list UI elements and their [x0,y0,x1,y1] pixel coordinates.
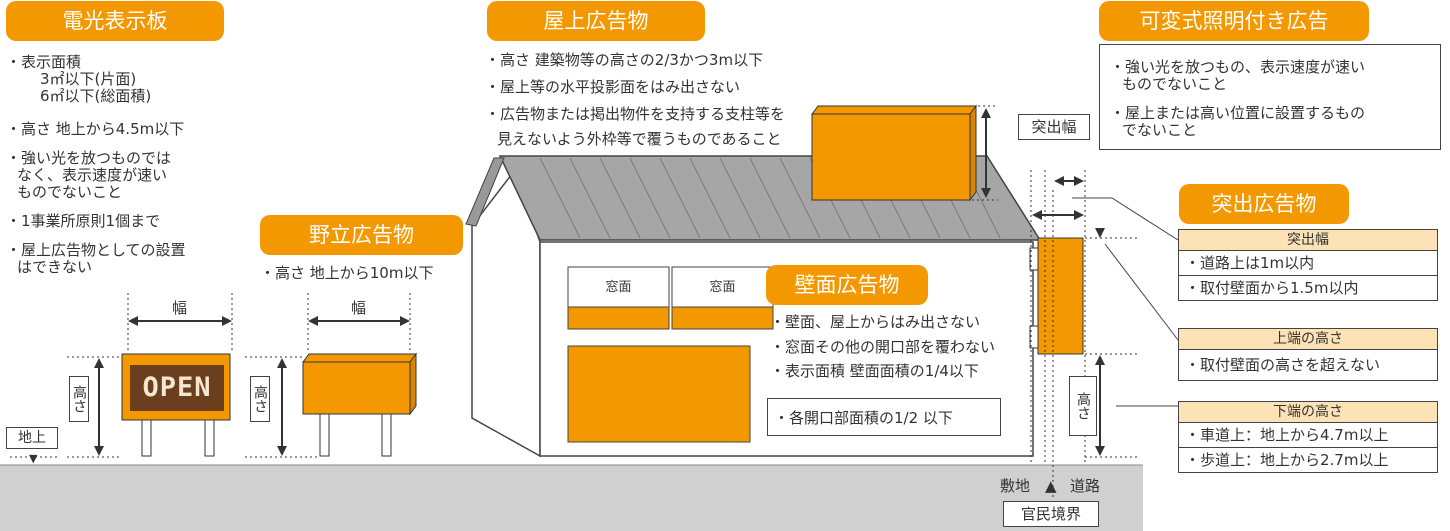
open-sign-text: OPEN [142,372,212,403]
ground-label: 地上 [6,427,58,449]
projecting-bottom-row: ・車道上：地上から4.7m以上 [1185,426,1389,444]
wall-opening-box: ・各開口部面積の1/2 以下 [767,398,1001,436]
rooftop-title: 屋上広告物 [487,1,705,41]
projecting-width-row: ・取付壁面から1.5m以内 [1179,275,1437,300]
projecting-sign [1029,237,1084,355]
electric-title: 電光表示板 [6,1,224,41]
electric-item: なく、表示速度が速い [17,166,168,184]
variable-box: ・強い光を放つもの、表示速度が速い ものでないこと ・屋上または高い位置に設置す… [1099,44,1441,150]
wall-title: 壁面広告物 [766,265,928,305]
rooftop-item: ・屋上等の水平投影面をはみ出さない [485,78,741,96]
boundary-label: 官民境界 [1003,501,1099,527]
boundary-left-label: 敷地 [1000,477,1031,495]
projecting-bottom-row: ・歩道上：地上から2.7m以上 [1179,447,1437,472]
projecting-top-block: 上端の高さ ・取付壁面の高さを超えない [1178,328,1438,381]
electric-item: ・高さ 地上から4.5m以下 [6,120,185,138]
freestanding-item: ・高さ 地上から10m以下 [260,264,434,282]
ground [0,465,1143,531]
window-2-label: 窓面 [709,280,736,295]
projecting-top-row: ・取付壁面の高さを超えない [1185,356,1381,374]
wall-item: ・窓面その他の開口部を覆わない [770,338,996,356]
variable-item: でないこと [1122,121,1198,139]
electric-item: ものでないこと [17,183,123,201]
variable-item: ・屋上または高い位置に設置するもの [1110,104,1366,122]
freestanding-height-label: 高さ [250,376,270,422]
electric-sign [121,353,231,457]
rooftop-sign [811,104,977,202]
projecting-bottom-header: 下端の高さ [1179,402,1437,423]
projecting-title: 突出広告物 [1179,184,1349,224]
projecting-height-label: 高さ [1069,376,1097,436]
variable-item: ・強い光を放つもの、表示速度が速い [1110,58,1366,76]
rooftop-item: 見えないよう外枠等で覆うものであること [497,130,782,148]
ground-marker: ▼ [29,452,38,465]
window-1-label: 窓面 [605,280,632,295]
rooftop-item: ・広告物または掲出物件を支持する支柱等を [485,105,786,123]
boundary-right-label: 道路 [1070,477,1101,495]
projection-width-label: 突出幅 [1018,114,1090,140]
rooftop-item: ・高さ 建築物等の高さの2/3かつ3m以下 [485,51,764,69]
projecting-width-header: 突出幅 [1179,230,1437,251]
variable-title: 可変式照明付き広告 [1099,1,1369,41]
electric-item: はできない [17,258,93,276]
wall-item: ・表示面積 壁面面積の1/4以下 [770,362,979,380]
freestanding-sign [302,352,417,457]
projecting-width-block: 突出幅 ・道路上は1m以内 ・取付壁面から1.5m以内 [1178,229,1438,301]
projecting-bottom-block: 下端の高さ ・車道上：地上から4.7m以上 ・歩道上：地上から2.7m以上 [1178,401,1438,473]
electric-item: 3㎡以下(片面) [40,70,137,88]
freestanding-width-label: 幅 [351,299,367,317]
boundary-arrow: ▲ [1045,477,1057,495]
electric-item: ・強い光を放つものでは [6,149,172,167]
electric-item: ・屋上広告物としての設置 [6,241,186,259]
variable-item: ものでないこと [1122,75,1228,93]
projecting-width-row: ・道路上は1m以内 [1185,254,1315,272]
electric-height-label: 高さ [69,376,89,422]
electric-item: ・表示面積 [6,53,82,71]
electric-width-label: 幅 [172,299,188,317]
wall-item: ・壁面、屋上からはみ出さない [770,313,981,331]
freestanding-title: 野立広告物 [260,215,463,255]
electric-item: ・1事業所原則1個まで [6,212,161,230]
projecting-top-header: 上端の高さ [1179,329,1437,350]
electric-item: 6㎡以下(総面積) [40,87,152,105]
